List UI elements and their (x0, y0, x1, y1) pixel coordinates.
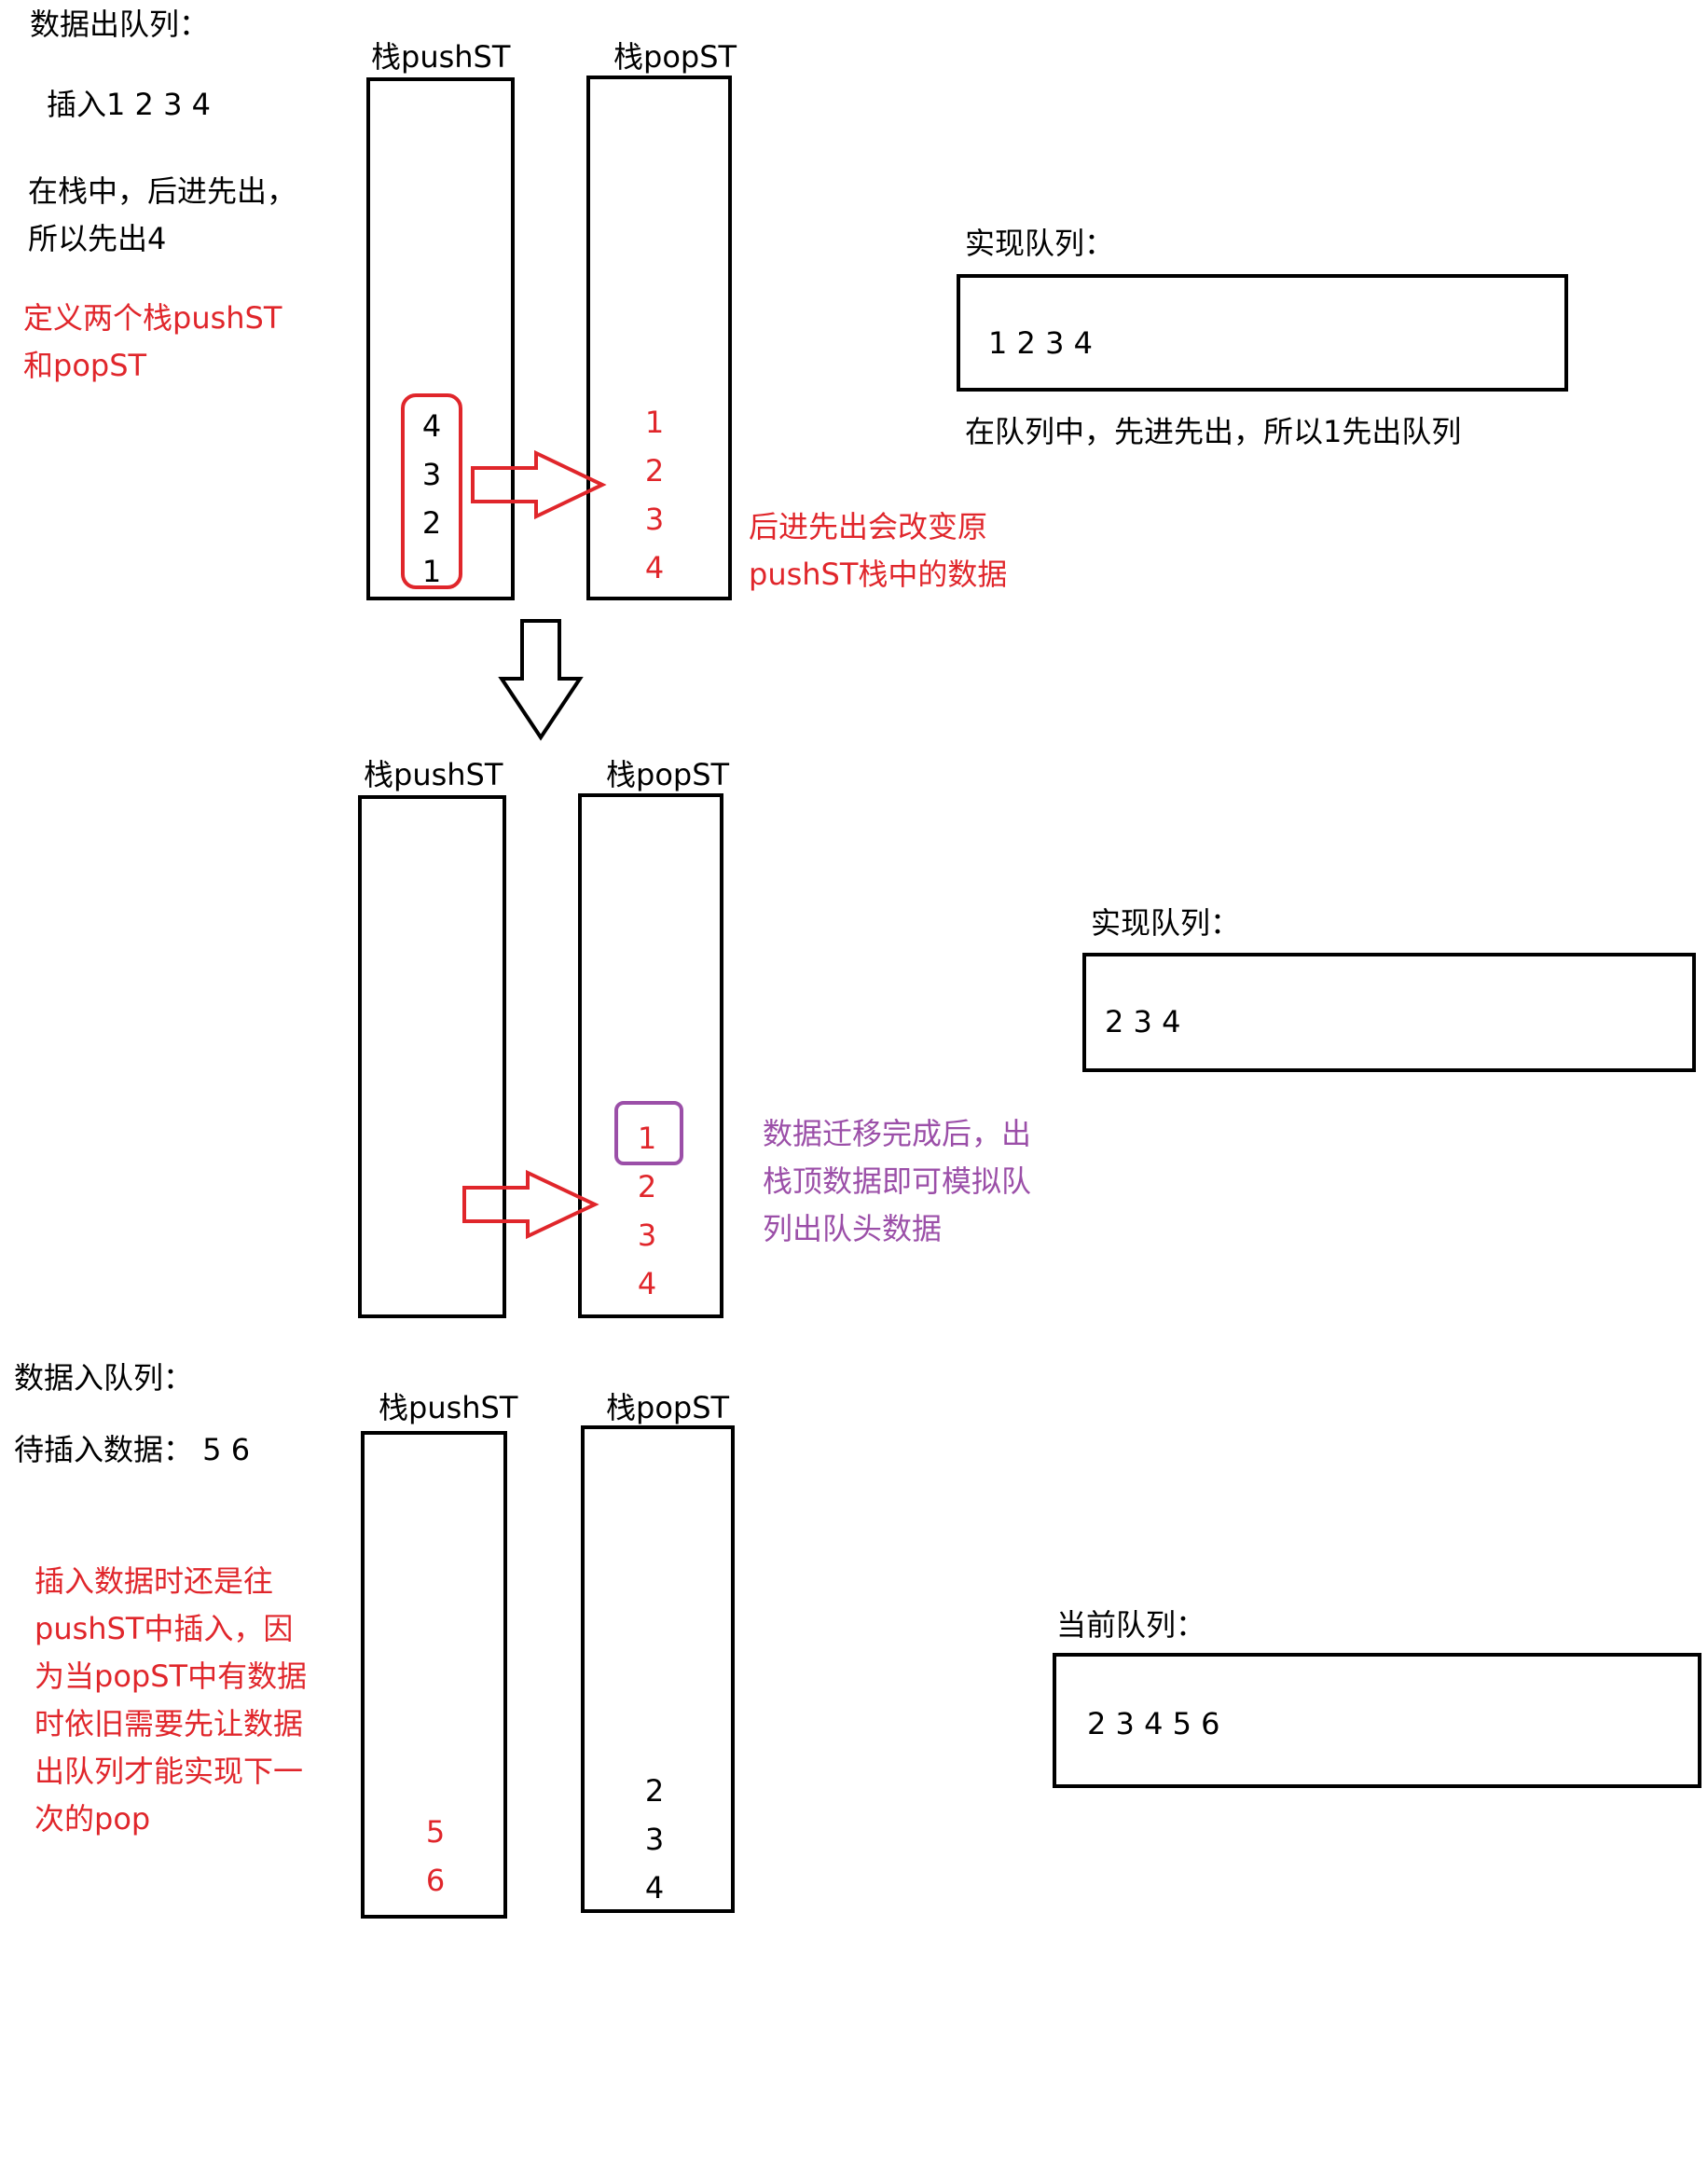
pop-stack-label-1: 栈popST (613, 39, 737, 75)
stack-item: 2 (421, 505, 442, 541)
pop-stack-items-2: 1 2 3 4 (622, 1114, 672, 1308)
stack-note-line2: 所以先出4 (28, 221, 167, 256)
enqueue-note-line5: 出队列才能实现下一 (34, 1754, 304, 1789)
queue-box-3 (1053, 1653, 1701, 1788)
pop-stack-label-3: 栈popST (606, 1390, 730, 1425)
stack-item: 3 (637, 1218, 657, 1253)
highlight-push-items (401, 393, 462, 589)
stack-item: 3 (644, 502, 665, 537)
stack-item: 6 (425, 1863, 446, 1898)
pop-stack-items-1: 1 2 3 4 (630, 398, 679, 592)
down-arrow (498, 619, 584, 741)
push-stack-3 (361, 1431, 507, 1919)
stack-item: 2 (637, 1169, 657, 1204)
push-stack-label-2: 栈pushST (364, 757, 503, 792)
lifo-note-line1: 后进先出会改变原 (749, 509, 988, 544)
pending-label: 待插入数据： 5 6 (14, 1432, 251, 1467)
insert-line: 插入1 2 3 4 (47, 87, 211, 122)
dequeue-title: 数据出队列： (30, 7, 210, 42)
push-stack-label-3: 栈pushST (379, 1390, 518, 1425)
push-stack-label-1: 栈pushST (371, 39, 511, 75)
queue-values-1: 1 2 3 4 (988, 325, 1093, 361)
stack-item: 1 (644, 405, 665, 440)
queue-values-2: 2 3 4 (1105, 1004, 1181, 1039)
transfer-arrow-1 (471, 449, 607, 520)
enqueue-note-line1: 插入数据时还是往 (34, 1563, 274, 1599)
stack-item: 2 (644, 453, 665, 488)
stack-item: 4 (644, 550, 665, 585)
highlight-top-item (614, 1101, 683, 1165)
queue-label-3: 当前队列： (1056, 1607, 1206, 1643)
queue-note-1: 在队列中，先进先出，所以1先出队列 (965, 414, 1462, 449)
stack-item: 5 (425, 1814, 446, 1850)
push-stack-2 (358, 795, 506, 1318)
stack-item: 1 (637, 1121, 657, 1156)
queue-label-1: 实现队列： (965, 226, 1115, 261)
stack-item: 4 (644, 1870, 665, 1906)
enqueue-note-line4: 时依旧需要先让数据 (34, 1706, 304, 1741)
enqueue-title: 数据入队列： (14, 1360, 194, 1396)
define-line1: 定义两个栈pushST (23, 300, 282, 336)
pop-stack-3 (581, 1425, 735, 1913)
stack-note-line1: 在栈中，后进先出， (28, 173, 297, 209)
queue-label-2: 实现队列： (1091, 905, 1241, 941)
push-stack-items-1: 4 3 2 1 (406, 402, 457, 596)
pop-stack-1 (586, 76, 732, 600)
stack-item: 4 (637, 1266, 657, 1301)
migrate-note-line3: 列出队头数据 (763, 1211, 943, 1246)
push-stack-1 (366, 77, 515, 600)
stack-item: 4 (421, 408, 442, 444)
migrate-note-line2: 栈顶数据即可模拟队 (763, 1163, 1032, 1199)
pop-stack-2 (578, 793, 723, 1318)
queue-box-1 (957, 274, 1568, 392)
stack-item: 1 (421, 554, 442, 589)
queue-values-3: 2 3 4 5 6 (1087, 1706, 1220, 1741)
transfer-arrow-2 (462, 1169, 599, 1240)
enqueue-note-line3: 为当popST中有数据 (34, 1658, 308, 1694)
pop-stack-items-3: 2 3 4 (629, 1767, 680, 1912)
stack-item: 3 (644, 1822, 665, 1857)
enqueue-note-line2: pushST中插入，因 (34, 1611, 294, 1646)
push-stack-items-3: 5 6 (410, 1808, 461, 1905)
stack-item: 3 (421, 457, 442, 492)
define-line2: 和popST (23, 348, 147, 383)
lifo-note-line2: pushST栈中的数据 (749, 557, 1008, 592)
enqueue-note-line6: 次的pop (34, 1801, 151, 1837)
migrate-note-line1: 数据迁移完成后，出 (763, 1116, 1032, 1151)
queue-box-2 (1082, 953, 1696, 1072)
pop-stack-label-2: 栈popST (606, 757, 730, 792)
stack-item: 2 (644, 1773, 665, 1809)
